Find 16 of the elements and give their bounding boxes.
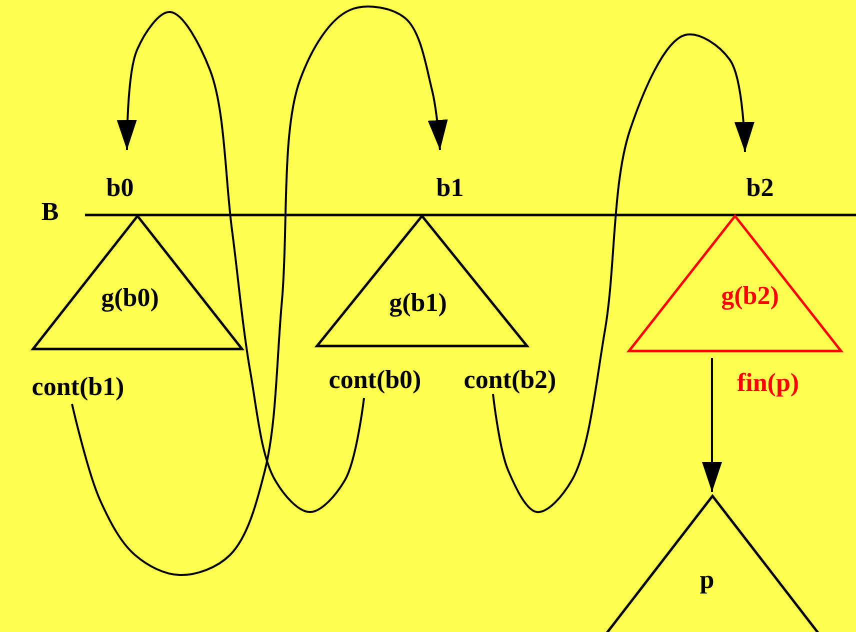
point-label: b1 xyxy=(436,175,464,201)
triangle-label: g(b0) xyxy=(101,285,159,311)
triangle-label: p xyxy=(700,567,714,593)
triangle-label: g(b1) xyxy=(389,290,447,316)
line-label: B xyxy=(41,199,59,225)
arrow xyxy=(116,11,365,513)
side-label: fin(p) xyxy=(736,370,800,396)
point-label: b2 xyxy=(746,175,774,201)
arrow xyxy=(492,33,754,513)
point-label: b0 xyxy=(106,175,134,201)
arrow xyxy=(702,358,722,492)
triangle-label: g(b2) xyxy=(721,283,779,309)
point-label: cont(b2) xyxy=(464,367,556,393)
arrow xyxy=(71,6,448,576)
point-label: cont(b1) xyxy=(32,374,124,400)
point-label: cont(b0) xyxy=(328,367,422,393)
